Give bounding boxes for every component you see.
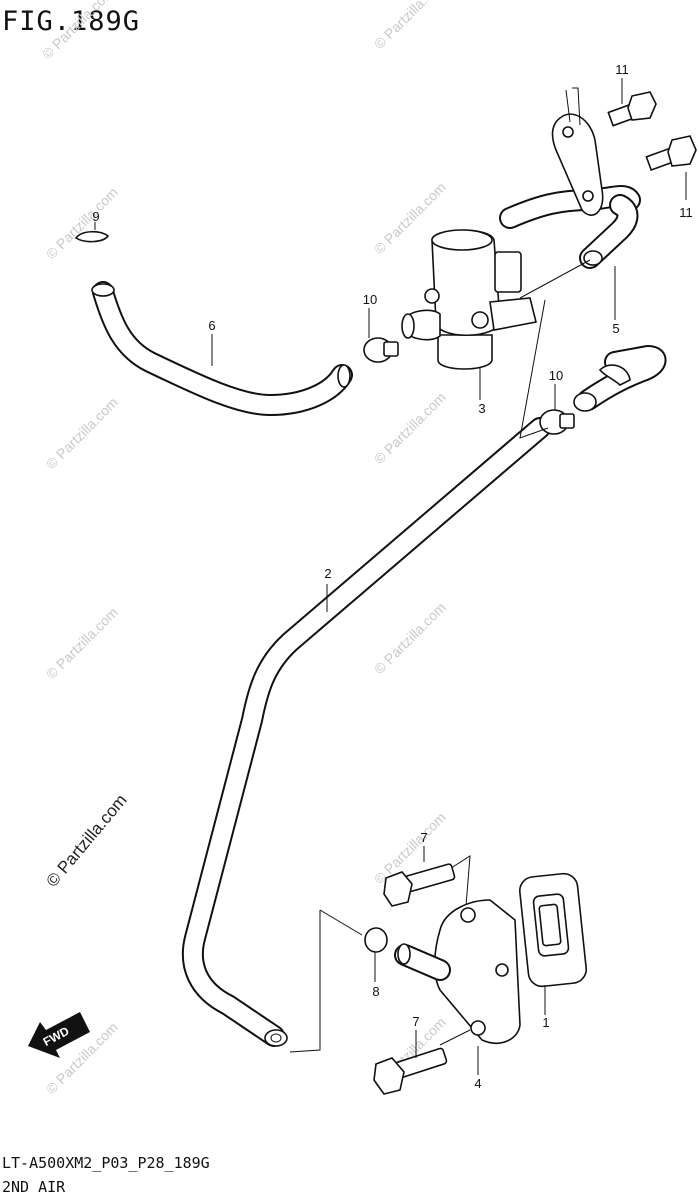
figure-title: FIG.189G bbox=[2, 6, 141, 37]
callout-6: 6 bbox=[208, 318, 215, 333]
callout-11-lower: 11 bbox=[679, 205, 693, 220]
reed-valve-cover-4 bbox=[394, 899, 521, 1044]
callout-5: 5 bbox=[612, 321, 619, 336]
assembly-lines bbox=[289, 259, 591, 1053]
callout-7-lower: 7 bbox=[412, 1014, 419, 1029]
clip-9 bbox=[74, 222, 110, 243]
callout-4: 4 bbox=[474, 1076, 481, 1091]
clamp-10-left bbox=[363, 337, 399, 363]
watermark: © Partzilla.com bbox=[43, 184, 121, 262]
callout-8: 8 bbox=[372, 984, 379, 999]
watermark: © Partzilla.com bbox=[43, 604, 121, 682]
watermark: © Partzilla.com bbox=[371, 599, 449, 677]
bolt-7-lower bbox=[373, 1047, 448, 1095]
diagram-name: 2ND AIR bbox=[2, 1178, 66, 1196]
leader-lines bbox=[211, 78, 687, 1075]
hose-5-elbow bbox=[573, 345, 667, 412]
o-ring-8 bbox=[364, 927, 388, 953]
callout-10-left: 10 bbox=[363, 292, 377, 307]
callout-1: 1 bbox=[542, 1015, 549, 1030]
bolt-11-upper bbox=[607, 91, 657, 127]
callout-9: 9 bbox=[92, 209, 99, 224]
bolt-11-lower bbox=[645, 135, 697, 172]
clamp-10-right bbox=[539, 409, 575, 435]
callouts: 1 2 3 4 5 6 7 7 8 9 10 10 11 11 bbox=[92, 62, 692, 1091]
callout-10-right: 10 bbox=[549, 368, 563, 383]
watermark: © Partzilla.com bbox=[39, 0, 117, 62]
bolt-7-upper bbox=[383, 863, 456, 907]
air-pipe-5 bbox=[499, 87, 641, 269]
diagram-code: LT-A500XM2_P03_P28_189G bbox=[2, 1154, 210, 1172]
callout-11-upper: 11 bbox=[615, 62, 629, 77]
callout-3: 3 bbox=[478, 401, 485, 416]
hose-6 bbox=[91, 281, 353, 416]
callout-2: 2 bbox=[324, 566, 331, 581]
gasket-1 bbox=[518, 872, 588, 988]
callout-7-upper: 7 bbox=[420, 830, 427, 845]
watermark: © Partzilla.com bbox=[371, 389, 449, 467]
hose-2 bbox=[181, 417, 551, 1047]
watermark: © Partzilla.com bbox=[371, 0, 449, 52]
control-valve-3 bbox=[401, 229, 537, 370]
watermark-main: © Partzilla.com bbox=[43, 791, 131, 891]
watermark: © Partzilla.com bbox=[43, 394, 121, 472]
